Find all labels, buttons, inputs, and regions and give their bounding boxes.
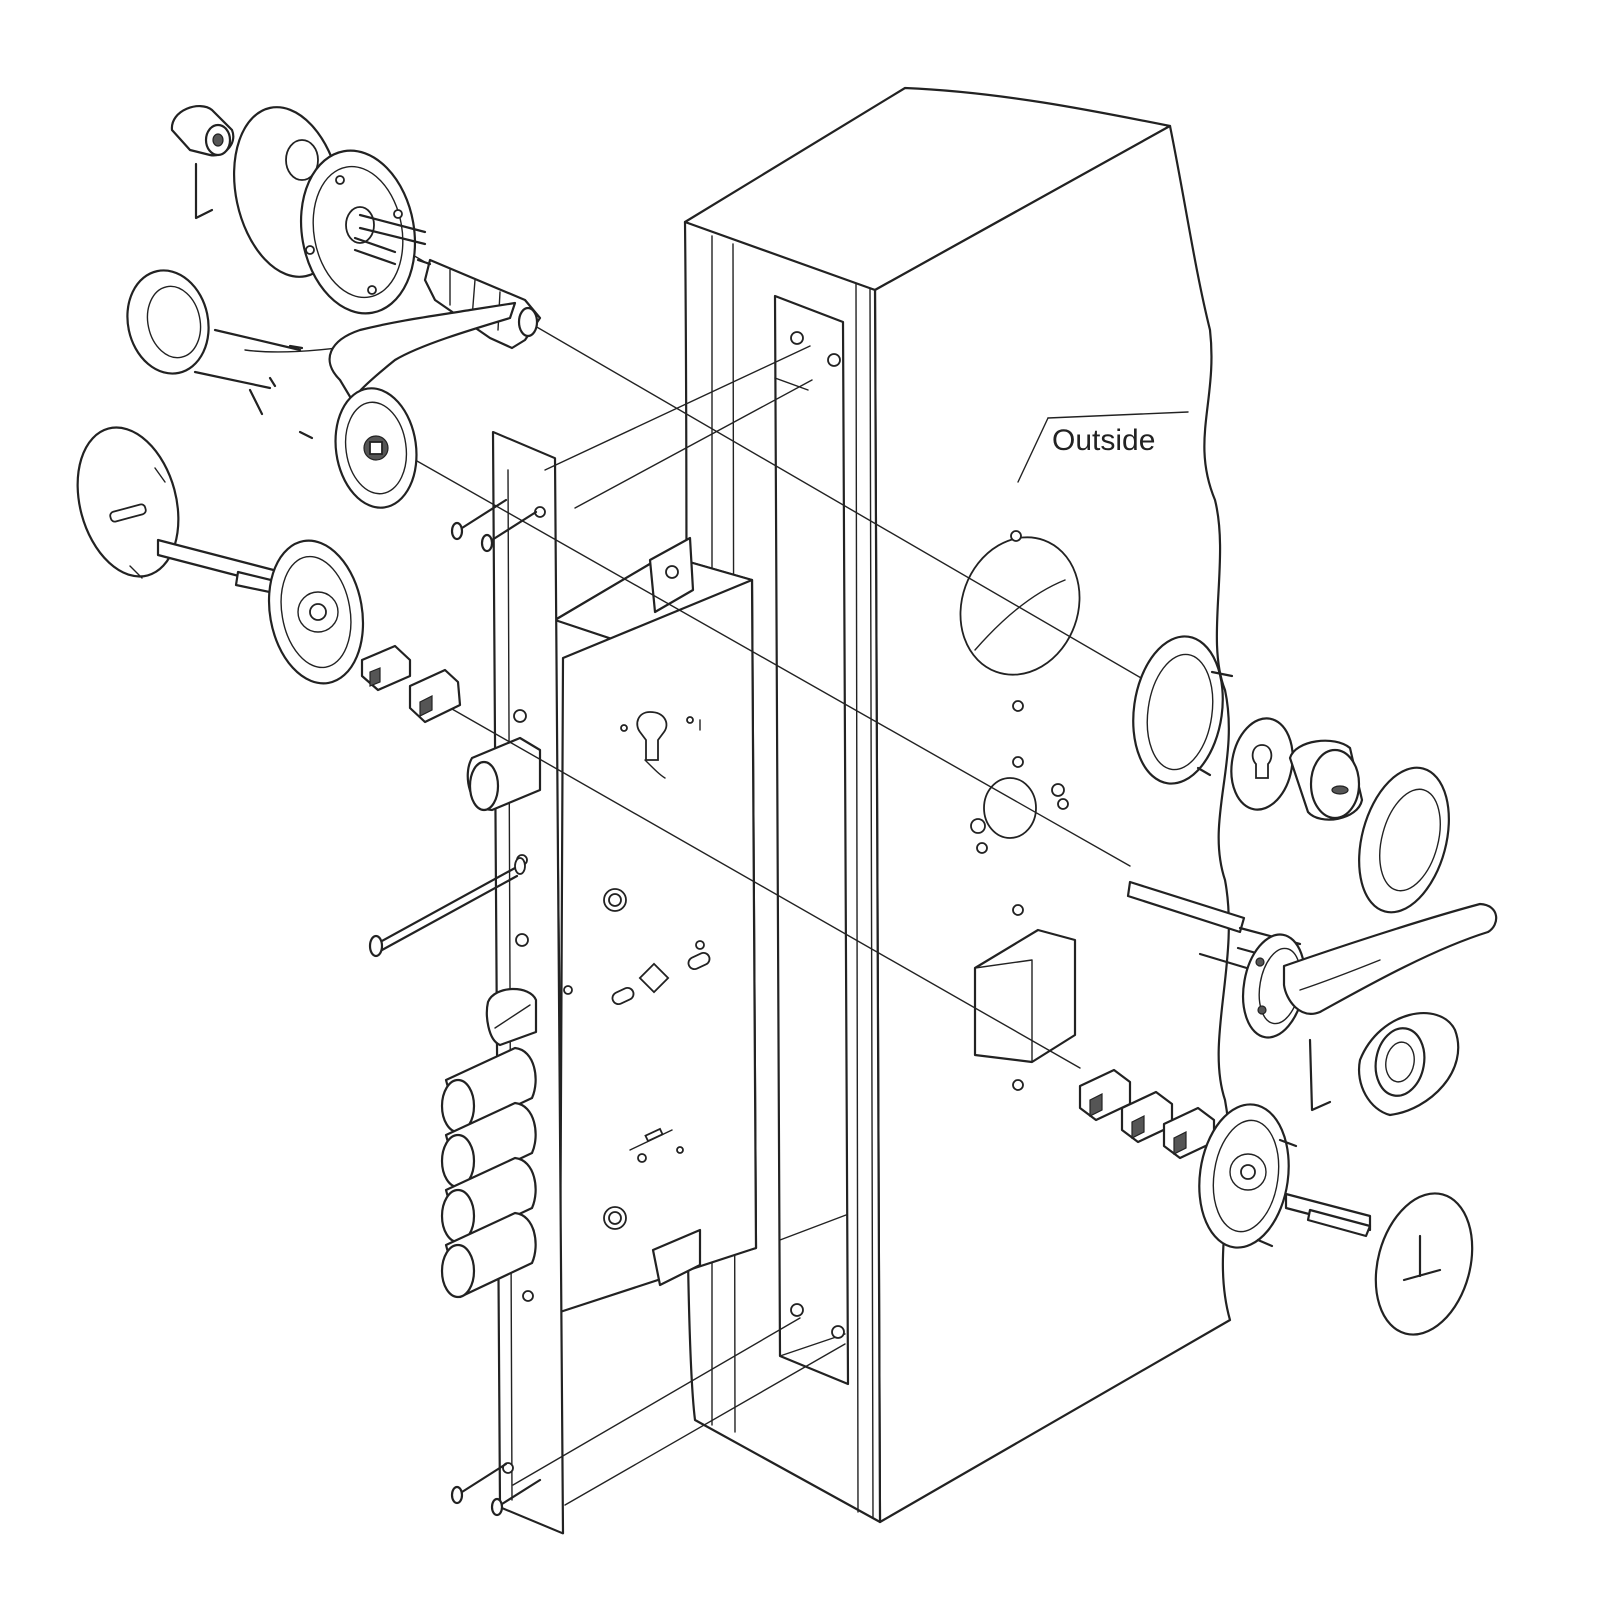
mortise-lock-body xyxy=(553,536,758,1314)
door-face-holes xyxy=(959,530,1081,1091)
allen-key-bottom xyxy=(1308,1038,1332,1112)
lever-rose-cap xyxy=(126,269,210,375)
outside-knob xyxy=(1357,1012,1460,1117)
inside-lever-handle xyxy=(328,301,517,402)
thumb-turn-knob xyxy=(170,105,235,157)
cylinder-escutcheon-plate xyxy=(1230,717,1294,811)
outside-label: Outside xyxy=(1052,424,1155,457)
outside-rose-cover xyxy=(1358,766,1450,914)
lower-rose-plate xyxy=(267,539,365,685)
faceplate xyxy=(491,430,565,1535)
outside-adapters xyxy=(1078,1068,1216,1160)
door-slab xyxy=(683,86,1232,1524)
lever-rose-plate xyxy=(334,387,418,509)
middle-screws xyxy=(193,328,314,440)
allen-key-top xyxy=(194,162,214,220)
lock-bolts xyxy=(440,736,542,1299)
cylinder-collar xyxy=(1288,739,1364,821)
outside-lower-rose-plate xyxy=(1198,1103,1298,1249)
top-mounting-posts xyxy=(353,213,427,266)
outside-label-group: Outside xyxy=(1017,411,1189,483)
outside-emergency-bar xyxy=(1284,1192,1372,1238)
lower-rose-cover xyxy=(76,426,180,579)
euro-cylinder xyxy=(416,258,542,350)
outside-rose-ring xyxy=(1132,635,1234,785)
outside-lever-handle xyxy=(1282,902,1498,1015)
faceplate-screws xyxy=(368,498,542,1517)
outside-lower-rose-cover xyxy=(1374,1192,1474,1336)
mortise-recess xyxy=(773,294,850,1386)
spindle-adapters xyxy=(360,644,462,724)
